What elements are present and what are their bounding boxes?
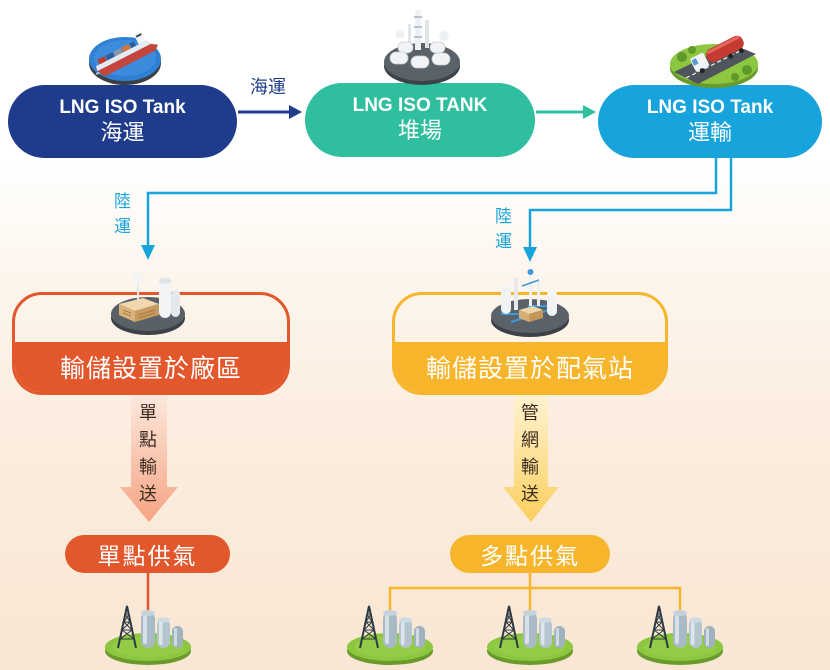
sea-arrow-label: 海運 (250, 77, 286, 98)
gas-facility-icon (635, 598, 725, 666)
single-point-delivery-arrow (120, 395, 178, 522)
storage-box-factory: 輸儲設置於廠區 (12, 292, 290, 395)
factory-icon (111, 273, 185, 335)
multi-supply-branch-lines (388, 573, 682, 612)
land-route-label: 陸運 (110, 192, 130, 242)
cargo-ship-icon (89, 30, 161, 85)
node-tank-yard: LNG ISO TANK 堆場 (305, 83, 535, 157)
gas-facility-icon (485, 598, 575, 666)
land-route-label: 陸運 (491, 207, 511, 257)
delivery-arrow-label: 管網輸送 (518, 403, 539, 511)
land-route-to-station-head (523, 247, 537, 262)
pipeline-delivery-arrow (503, 395, 559, 522)
node-sea-transport: LNG ISO Tank 海運 (8, 85, 237, 158)
single-point-supply-pill: 單點供氣 (65, 535, 230, 573)
gas-station-icon (491, 269, 569, 337)
node-title: LNG ISO TANK (352, 95, 488, 116)
yard-to-transport-arrow-head (583, 105, 596, 119)
multi-point-supply-pill: 多點供氣 (450, 535, 610, 573)
sea-arrow-head (289, 105, 302, 119)
land-route-to-factory-line (146, 158, 718, 247)
tank-yard-icon (384, 10, 460, 85)
storage-box-label: 輸儲設置於廠區 (15, 342, 287, 392)
node-subtitle: 運輸 (687, 120, 732, 146)
node-title: LNG ISO Tank (59, 96, 186, 118)
land-route-to-factory-head (141, 245, 155, 260)
storage-box-gas-station: 輸儲設置於配氣站 (392, 292, 668, 395)
node-subtitle: 海運 (100, 120, 145, 146)
land-route-to-station-line (528, 158, 733, 249)
storage-box-label: 輸儲設置於配氣站 (395, 342, 665, 392)
truck-icon (670, 35, 758, 88)
node-title: LNG ISO Tank (646, 96, 774, 118)
node-subtitle: 堆場 (397, 119, 442, 144)
node-land-transport: LNG ISO Tank 運輸 (598, 85, 822, 158)
gas-facility-icon (103, 598, 193, 666)
gas-facility-icon (345, 598, 435, 666)
delivery-arrow-label: 單點輸送 (136, 403, 157, 511)
